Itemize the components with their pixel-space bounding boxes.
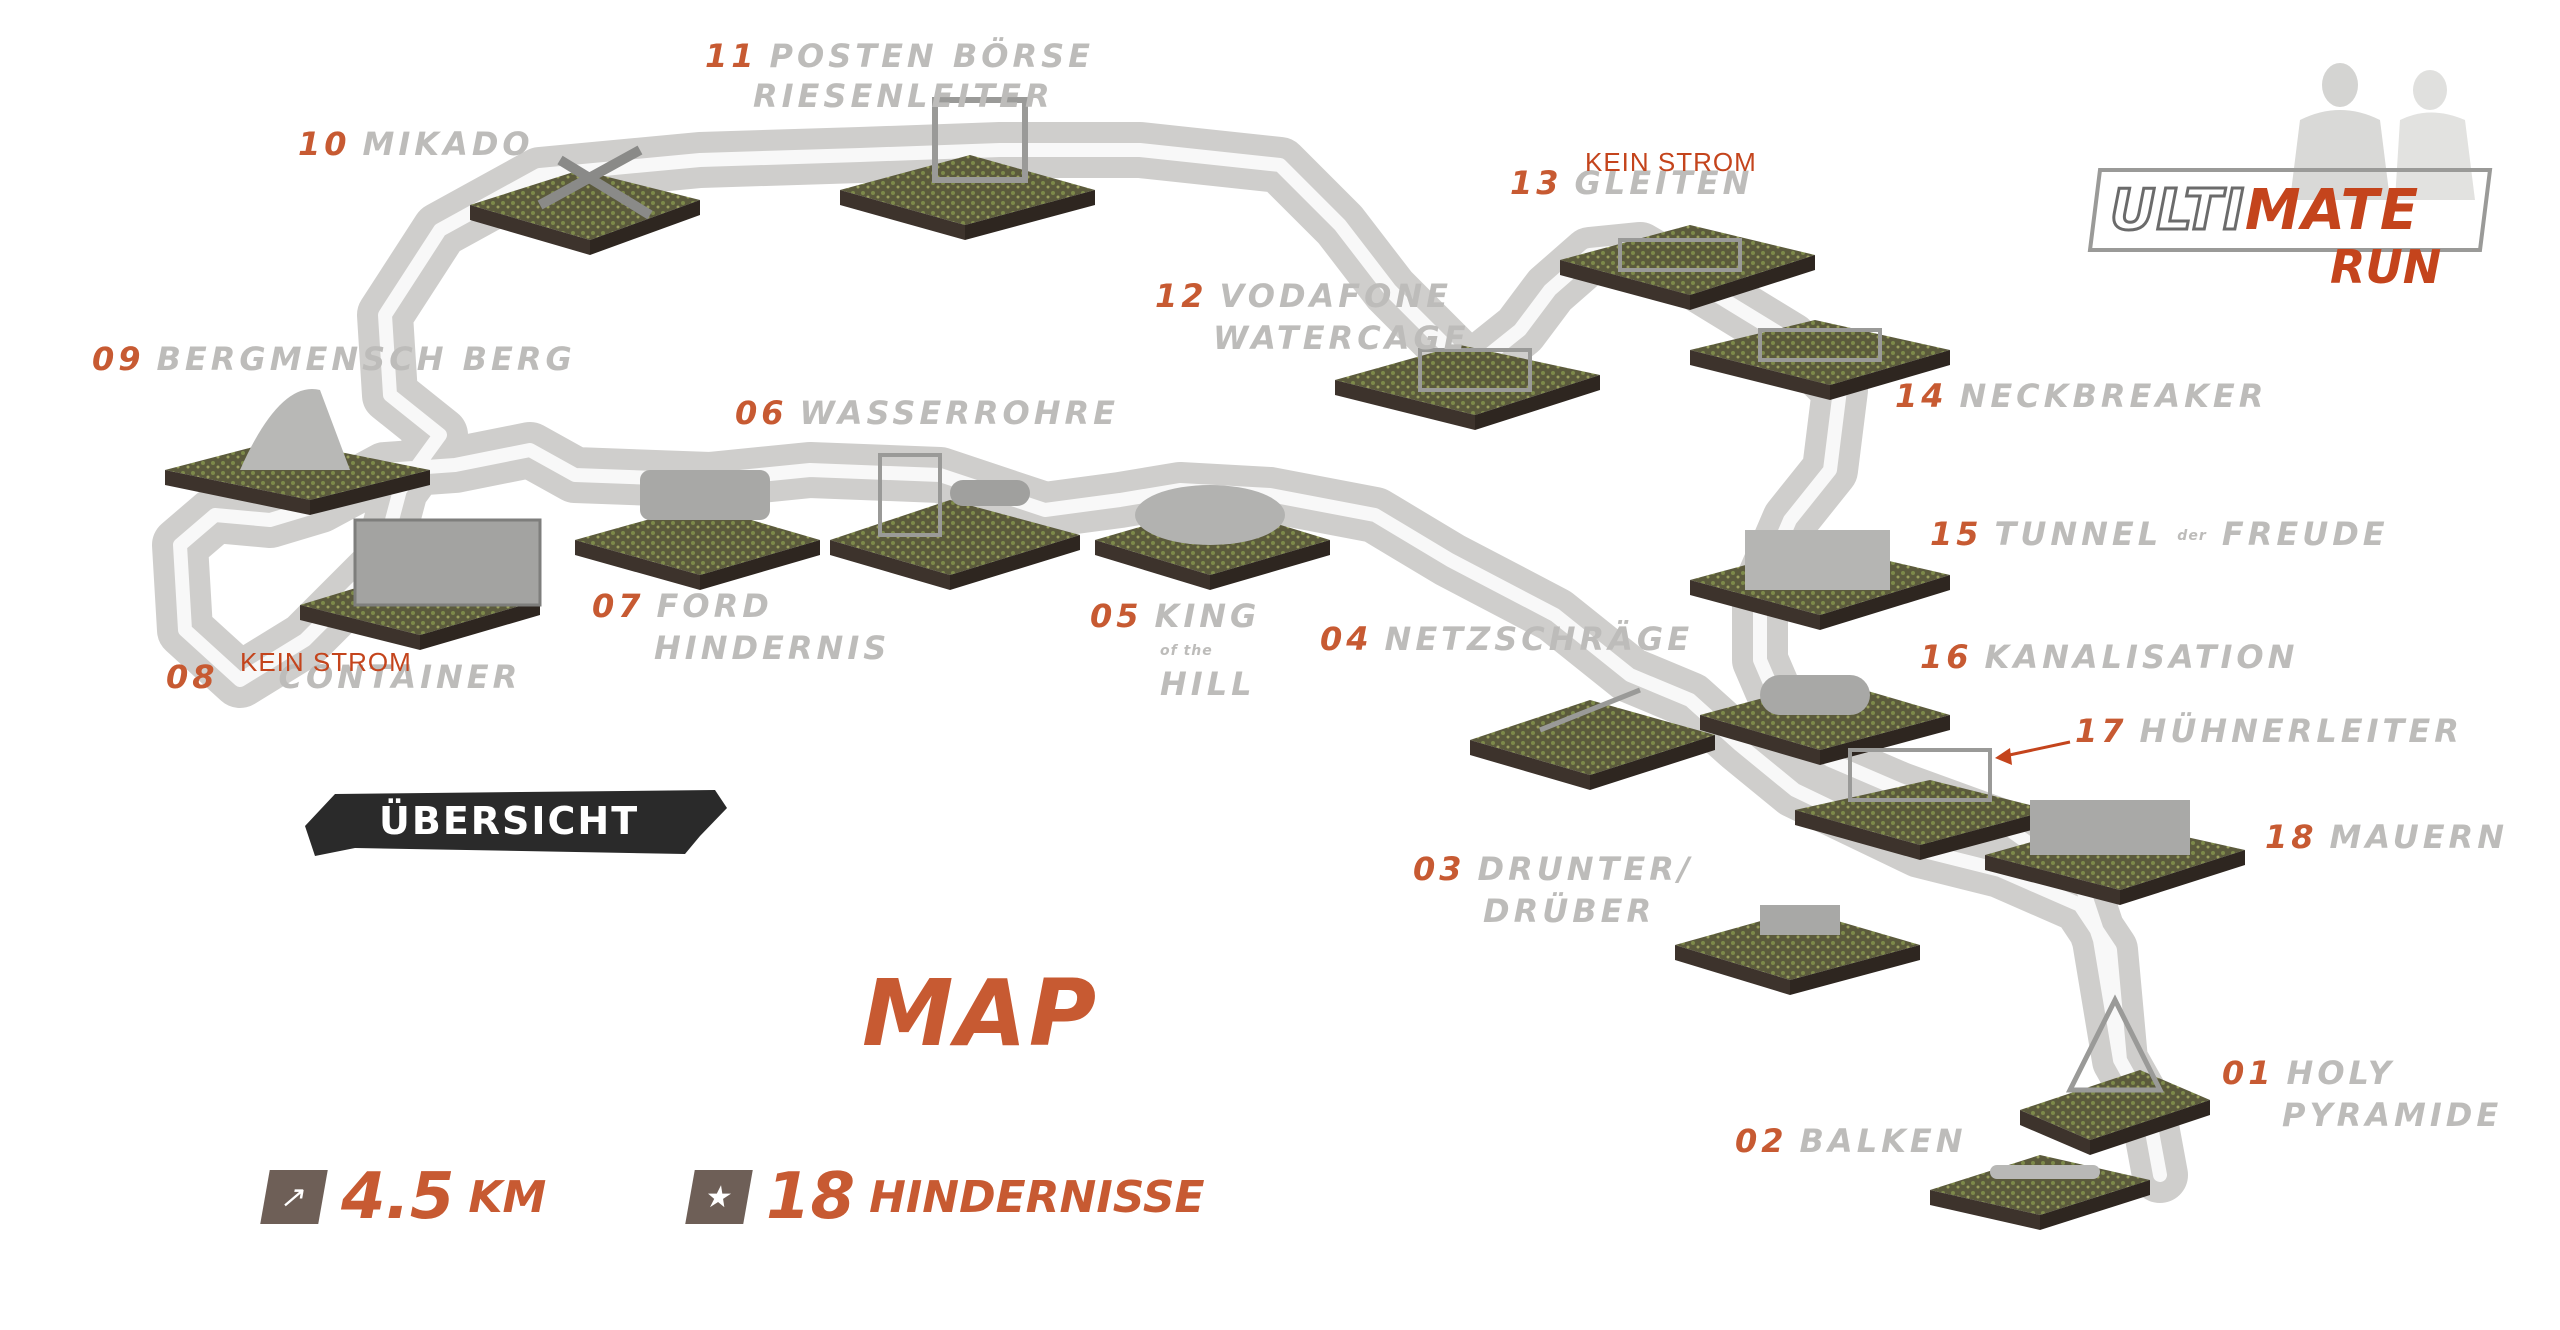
obstacles-stat: ★ 18 HINDERNISSE — [685, 1160, 1205, 1234]
obstacle-tile-17[interactable] — [1795, 748, 2050, 860]
obstacle-tile-06[interactable] — [830, 453, 1080, 590]
obstacle-tile-10[interactable] — [470, 145, 700, 255]
diagonal-arrow-icon: ↗ — [260, 1170, 328, 1224]
obstacle-tile-12[interactable] — [1335, 345, 1600, 430]
obstacle-tile-16[interactable] — [1700, 675, 1950, 765]
obstacle-tile-09[interactable] — [165, 389, 430, 515]
overview-badge[interactable]: ÜBERSICHT — [295, 786, 730, 858]
map-title: MAP — [862, 960, 1099, 1067]
pointer-arrow-17 — [1999, 740, 2071, 759]
kein-strom-note-13: KEIN STROM — [1585, 147, 1757, 177]
overview-label: ÜBERSICHT — [379, 799, 640, 843]
obstacle-tile-04[interactable] — [1470, 687, 1715, 790]
brush-stroke-background — [305, 790, 727, 856]
obstacle-tile-05[interactable] — [1095, 485, 1330, 590]
obstacle-tile-08[interactable] — [300, 518, 542, 650]
logo-text-run: RUN — [2330, 240, 2442, 294]
obstacles-unit: HINDERNISSE — [869, 1171, 1205, 1223]
obstacle-tile-11[interactable] — [840, 97, 1095, 240]
star-icon: ★ — [685, 1170, 753, 1224]
distance-stat: ↗ 4.5 KM — [260, 1160, 547, 1234]
distance-value: 4.5 — [341, 1160, 455, 1234]
obstacle-tile-07[interactable] — [575, 470, 820, 590]
ultimate-run-logo: ULTIMATE RUN — [2080, 60, 2510, 310]
obstacle-tile-03[interactable] — [1675, 905, 1920, 995]
obstacle-tile-15[interactable] — [1690, 530, 1950, 630]
obstacle-tile-18[interactable] — [1985, 800, 2245, 905]
obstacle-tile-02[interactable] — [1930, 1155, 2150, 1230]
obstacle-tile-13[interactable] — [1560, 225, 1815, 310]
obstacle-tile-01[interactable] — [2020, 994, 2210, 1155]
runners-silhouette — [2087, 63, 2493, 252]
kein-strom-note-08: KEIN STROM — [240, 647, 412, 677]
obstacles-value: 18 — [766, 1160, 856, 1234]
distance-unit: KM — [468, 1171, 547, 1223]
obstacle-tile-14[interactable] — [1690, 320, 1950, 400]
logo-text-ultimate: ULTIMATE — [2109, 177, 2420, 245]
